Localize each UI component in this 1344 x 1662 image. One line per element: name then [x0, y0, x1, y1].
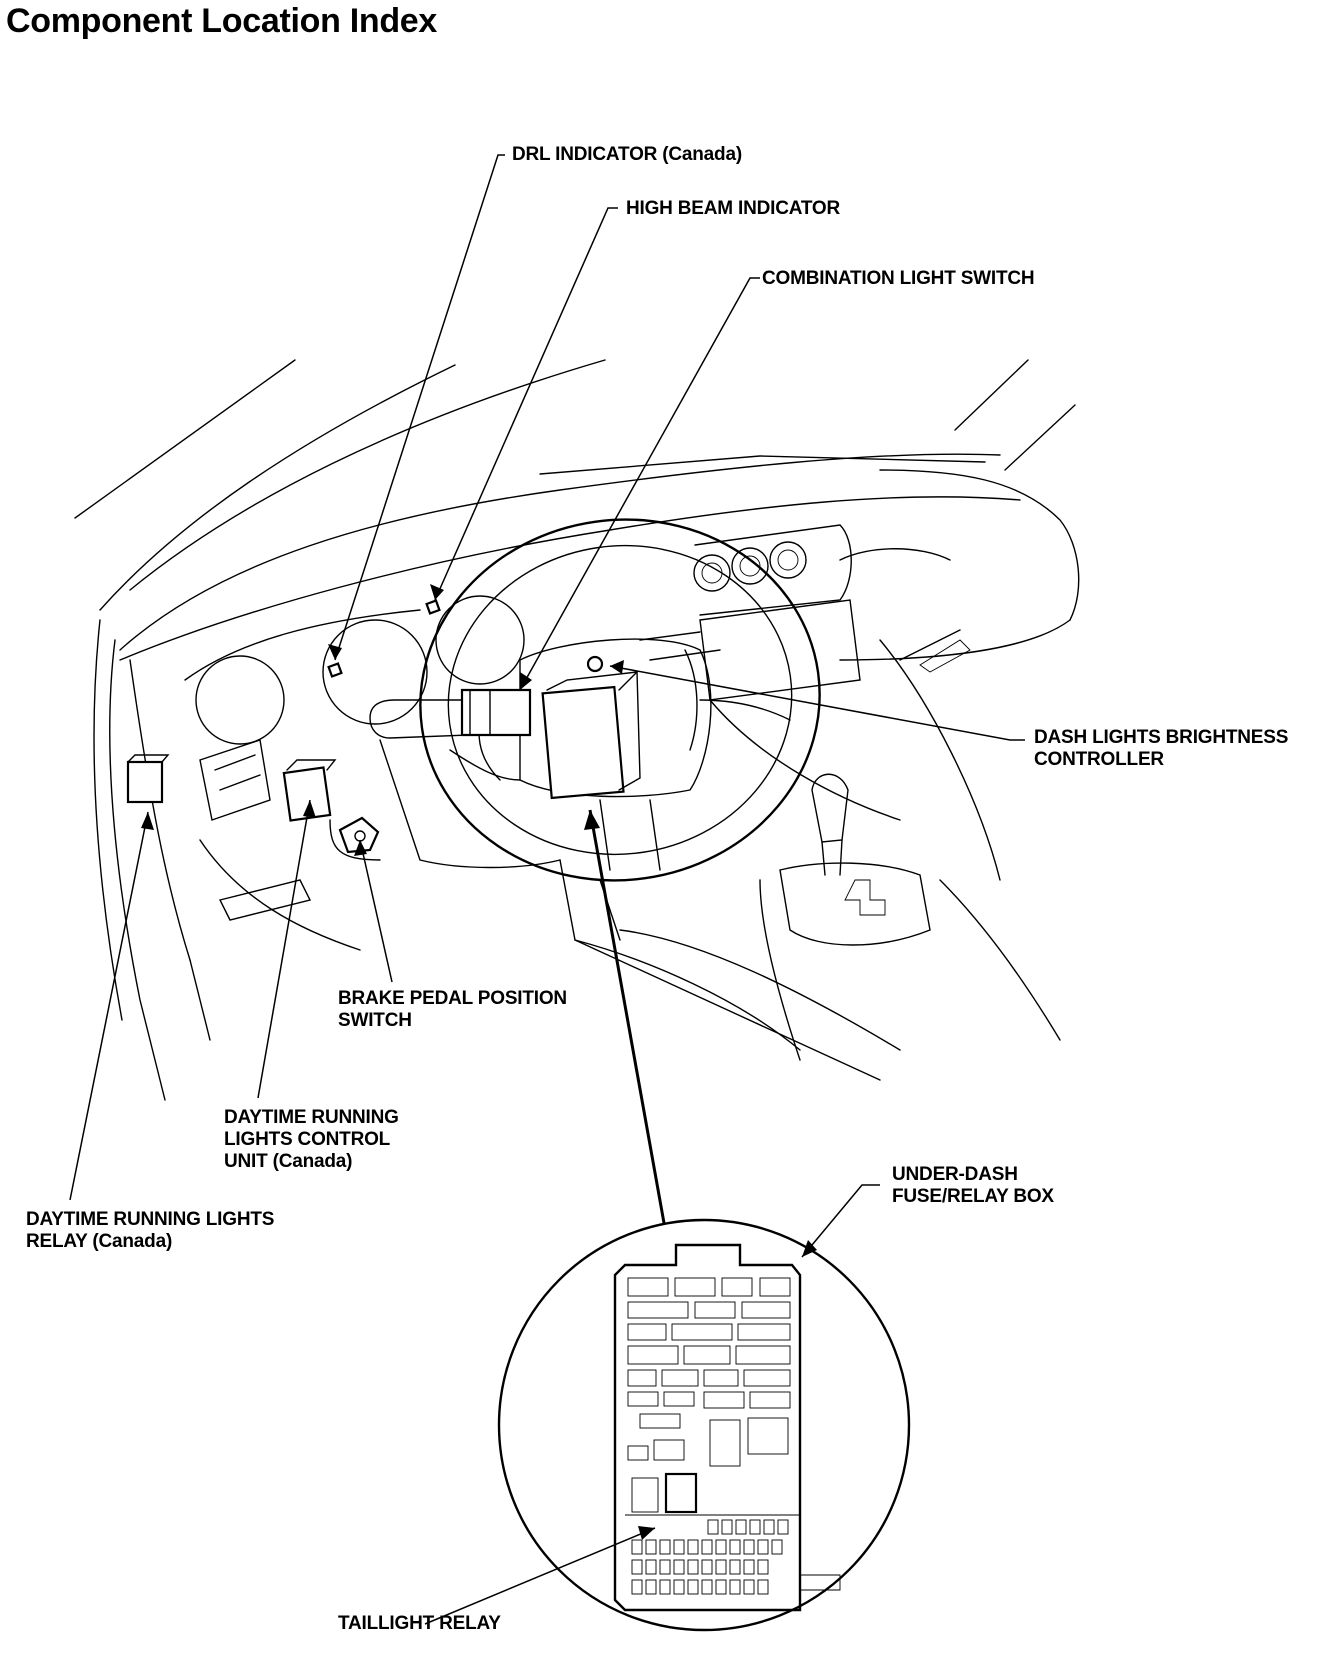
label-drl-control-unit-line3: UNIT (Canada): [224, 1151, 353, 1172]
label-brake-pedal-switch: BRAKE PEDAL POSITION SWITCH: [338, 988, 567, 1032]
drl-control-unit-component: [282, 766, 332, 822]
fuse-relay-box-icon: [497, 1218, 911, 1632]
label-dash-lights-controller-line2: CONTROLLER: [1034, 749, 1164, 770]
label-drl-control-unit: DAYTIME RUNNING LIGHTS CONTROL UNIT (Can…: [224, 1107, 399, 1173]
high-beam-indicator-component: [425, 599, 441, 615]
windshield-frame: [74, 359, 1076, 1101]
label-brake-pedal-switch-line2: SWITCH: [338, 1010, 412, 1031]
page-title: Component Location Index: [6, 2, 438, 40]
label-under-dash-box-line1: UNDER-DASH: [892, 1164, 1018, 1185]
lower-dash: [329, 739, 901, 1081]
combination-light-switch-icon: [369, 688, 532, 739]
label-drl-control-unit-line1: DAYTIME RUNNING: [224, 1107, 399, 1128]
taillight-relay-component: [664, 1472, 698, 1514]
label-drl-relay-line1: DAYTIME RUNNING LIGHTS: [26, 1209, 275, 1230]
label-drl-indicator: DRL INDICATOR (Canada): [512, 144, 742, 165]
label-under-dash-box: UNDER-DASH FUSE/RELAY BOX: [892, 1164, 1054, 1208]
center-console: [639, 524, 1001, 881]
gear-shifter-icon: [759, 773, 1061, 1061]
label-brake-pedal-switch-line1: BRAKE PEDAL POSITION: [338, 988, 567, 1009]
label-dash-lights-controller-line1: DASH LIGHTS BRIGHTNESS: [1034, 727, 1289, 748]
drl-relay-component: [126, 760, 164, 804]
dashboard-top: [119, 453, 1080, 673]
label-drl-control-unit-line2: LIGHTS CONTROL: [224, 1129, 391, 1150]
brake-pedal-switch-component: [338, 816, 380, 854]
dash-lights-controller-component: [586, 655, 604, 673]
drl-indicator-component: [327, 662, 343, 678]
label-high-beam-indicator: HIGH BEAM INDICATOR: [626, 198, 840, 219]
fuse-box-component: [541, 685, 625, 800]
label-drl-relay: DAYTIME RUNNING LIGHTS RELAY (Canada): [26, 1209, 274, 1253]
leader-lines: [69, 154, 1025, 1625]
label-taillight-relay: TAILLIGHT RELAY: [338, 1613, 501, 1634]
fuse-grid: [631, 1519, 789, 1595]
gauge-cluster: [129, 595, 525, 961]
label-combination-light-switch: COMBINATION LIGHT SWITCH: [762, 268, 1035, 289]
label-under-dash-box-line2: FUSE/RELAY BOX: [892, 1186, 1054, 1207]
label-dash-lights-controller: DASH LIGHTS BRIGHTNESS CONTROLLER: [1034, 727, 1288, 771]
label-drl-relay-line2: RELAY (Canada): [26, 1231, 173, 1252]
